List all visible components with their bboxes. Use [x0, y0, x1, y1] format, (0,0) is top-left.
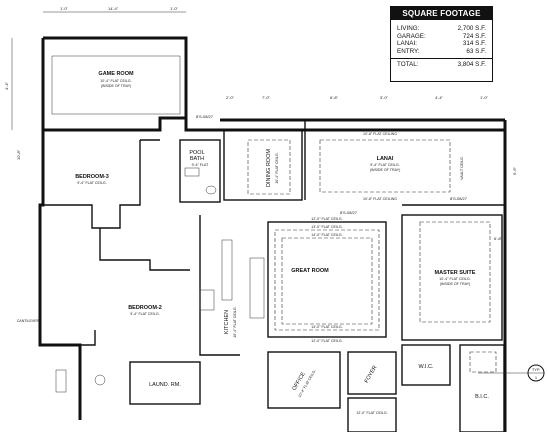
kitchen-ceiling: 10'-4" FLAT CEILG.	[233, 306, 237, 337]
foyer-label: FOYER	[364, 365, 379, 384]
game-room-ceiling: 10'-4" FLAT CEILG.	[100, 79, 131, 83]
kitchen: KITCHEN 10'-4" FLAT CEILG.	[199, 215, 240, 356]
sqft-value: 2,700 S.F.	[457, 25, 486, 32]
sqft-label: LANAI:	[397, 40, 417, 48]
lanai-ceiling-top: 10'-8" FLAT CEILING	[363, 132, 397, 136]
dim-mid-2: 7'-0"	[262, 95, 271, 100]
master-suite-label: MASTER SUITE	[435, 270, 476, 276]
great-room-ceiling-1: 12'-0" FLAT CEILG.	[311, 217, 342, 221]
bedroom-3-label: BEDROOM-3	[75, 174, 109, 180]
master-suite-ceiling: 10'-4" FLAT CEILG.	[439, 277, 470, 281]
foyer: FOYER	[347, 351, 397, 395]
dim-mid-3: 6'-8"	[330, 95, 339, 100]
header-note-1: 8'S-08/27	[196, 114, 214, 119]
bedroom-3-ceiling: 9'-4" FLAT CEILG.	[77, 181, 106, 185]
dim-mid-4: 3'-0"	[380, 95, 389, 100]
dim-top-1: 1'-0"	[60, 6, 69, 11]
dim-top-2: 14'-4"	[108, 6, 119, 11]
great-room-ceiling-3: 14'-0" FLAT CEILG.	[311, 233, 342, 237]
sqft-row-entry: ENTRY: 63 S.F.	[391, 48, 492, 56]
bedroom-2-ceiling: 9'-4" FLAT CEILG.	[130, 312, 159, 316]
pool-bath-label: POOL	[189, 150, 204, 156]
hallway: 12'-0" FLAT CEILG.	[347, 397, 397, 432]
dim-mid-7: 6'-8"	[494, 236, 503, 241]
lanai-label: LANAI	[377, 156, 394, 162]
sqft-row-total: TOTAL: 3,804 S.F.	[391, 61, 492, 69]
sqft-label: ENTRY:	[397, 47, 420, 55]
pool-bath-label-2: BATH	[190, 156, 204, 162]
dining-room-label: DINING ROOM	[266, 149, 272, 187]
sqft-value: 63 S.F.	[466, 47, 486, 55]
dim-right-1: 9'-6"	[512, 166, 517, 175]
sqft-total-label: TOTAL:	[397, 61, 419, 69]
sqft-row-lanai: LANAI: 314 S.F.	[391, 40, 492, 48]
dim-mid-1: 2'-0"	[226, 95, 235, 100]
square-footage-table: SQUARE FOOTAGE LIVING: 2,700 S.F. GARAGE…	[390, 6, 493, 82]
great-room-label: GREAT ROOM	[291, 268, 329, 274]
game-room-label: GAME ROOM	[98, 71, 134, 77]
pool-bath-ceiling: 9'-4" FLAT	[192, 163, 209, 167]
bedroom-3: BEDROOM-3 9'-4" FLAT CEILG.	[43, 139, 160, 229]
walk-in-closet: W.I.C.	[401, 344, 451, 386]
header-note-3: 8'S-08/27	[450, 196, 468, 201]
dimensions: 1'-0" 14'-4" 1'-0" 4'-4" 10'-8" 9'-6" 2'…	[4, 6, 517, 241]
master-suite: MASTER SUITE 10'-4" FLAT CEILG. (INSIDE …	[401, 214, 503, 341]
laund-rm-label: LAUND. RM.	[149, 382, 181, 388]
sqft-value: 314 S.F.	[462, 40, 486, 48]
game-room-tray: (INSIDE OF TRAY)	[101, 84, 132, 88]
sqft-total-value: 3,804 S.F.	[457, 61, 486, 69]
cantilever: CANTILEVER	[17, 319, 106, 393]
great-room-ceiling-5: 12'-0" FLAT CEILG.	[311, 339, 342, 343]
callout-number: 1	[535, 375, 538, 380]
master-suite-tray: (INSIDE OF TRAY)	[440, 282, 471, 286]
lanai-ceiling-bottom: 10'-8" FLAT CEILING	[363, 197, 397, 201]
cantilever-label: CANTILEVER	[17, 319, 40, 323]
section-callout: TYP. 1	[478, 364, 545, 382]
great-room-ceiling-4: 14'-0" FLAT CEILG.	[311, 325, 342, 329]
dining-room-ceiling: 10'-4" FLAT CEILG.	[275, 152, 279, 183]
lanai-ceiling: 9'-4" FLAT CEILG.	[370, 163, 399, 167]
sqft-label: GARAGE:	[397, 32, 426, 40]
great-room: 12'-0" FLAT CEILG. 13'-0" FLAT CEILG. 14…	[249, 217, 387, 343]
lanai-vault: VAULT CEILG.	[460, 156, 464, 180]
header-note-2: 8'S-08/27	[340, 210, 358, 215]
office: OFFICE 10'-4" FLAT CEILG.	[267, 351, 341, 409]
exterior-walls	[38, 36, 507, 432]
sqft-row-garage: GARAGE: 724 S.F.	[391, 33, 492, 41]
hallway-ceiling: 12'-0" FLAT CEILG.	[356, 411, 387, 415]
dining-room: DINING ROOM 10'-4" FLAT CEILG.	[223, 129, 303, 201]
bedroom-2-label: BEDROOM-2	[128, 305, 162, 311]
great-room-ceiling-2: 13'-0" FLAT CEILG.	[311, 225, 342, 229]
lanai: 10'-8" FLAT CEILING LANAI 9'-4" FLAT CEI…	[319, 132, 464, 201]
sqft-label: LIVING:	[397, 25, 420, 32]
square-footage-rows: LIVING: 2,700 S.F. GARAGE: 724 S.F. LANA…	[391, 20, 492, 55]
master-bath: B.I.C.	[459, 344, 505, 432]
square-footage-title: SQUARE FOOTAGE	[391, 7, 492, 20]
sqft-value: 724 S.F.	[462, 32, 486, 40]
bath-label: B.I.C.	[475, 394, 489, 400]
dim-left-1: 4'-4"	[4, 81, 9, 90]
kitchen-label: KITCHEN	[224, 310, 230, 334]
dim-mid-6: 1'-0"	[480, 95, 489, 100]
sqft-total: TOTAL: 3,804 S.F.	[391, 58, 492, 69]
laundry-room: LAUND. RM.	[129, 361, 201, 405]
dim-left-2: 10'-8"	[16, 149, 21, 160]
wic-label: W.I.C.	[419, 364, 434, 370]
pool-bath: POOL BATH 9'-4" FLAT	[179, 139, 221, 203]
lanai-tray: (INSIDE OF TRAY)	[370, 168, 401, 172]
sqft-row-living: LIVING: 2,700 S.F.	[391, 25, 492, 33]
callout-label: TYP.	[532, 367, 540, 372]
game-room: GAME ROOM 10'-4" FLAT CEILG. (INSIDE OF …	[51, 55, 181, 115]
bedroom-2: BEDROOM-2 9'-4" FLAT CEILG.	[40, 228, 190, 346]
dim-top-3: 1'-0"	[170, 6, 179, 11]
dim-mid-5: 4'-4"	[435, 95, 444, 100]
